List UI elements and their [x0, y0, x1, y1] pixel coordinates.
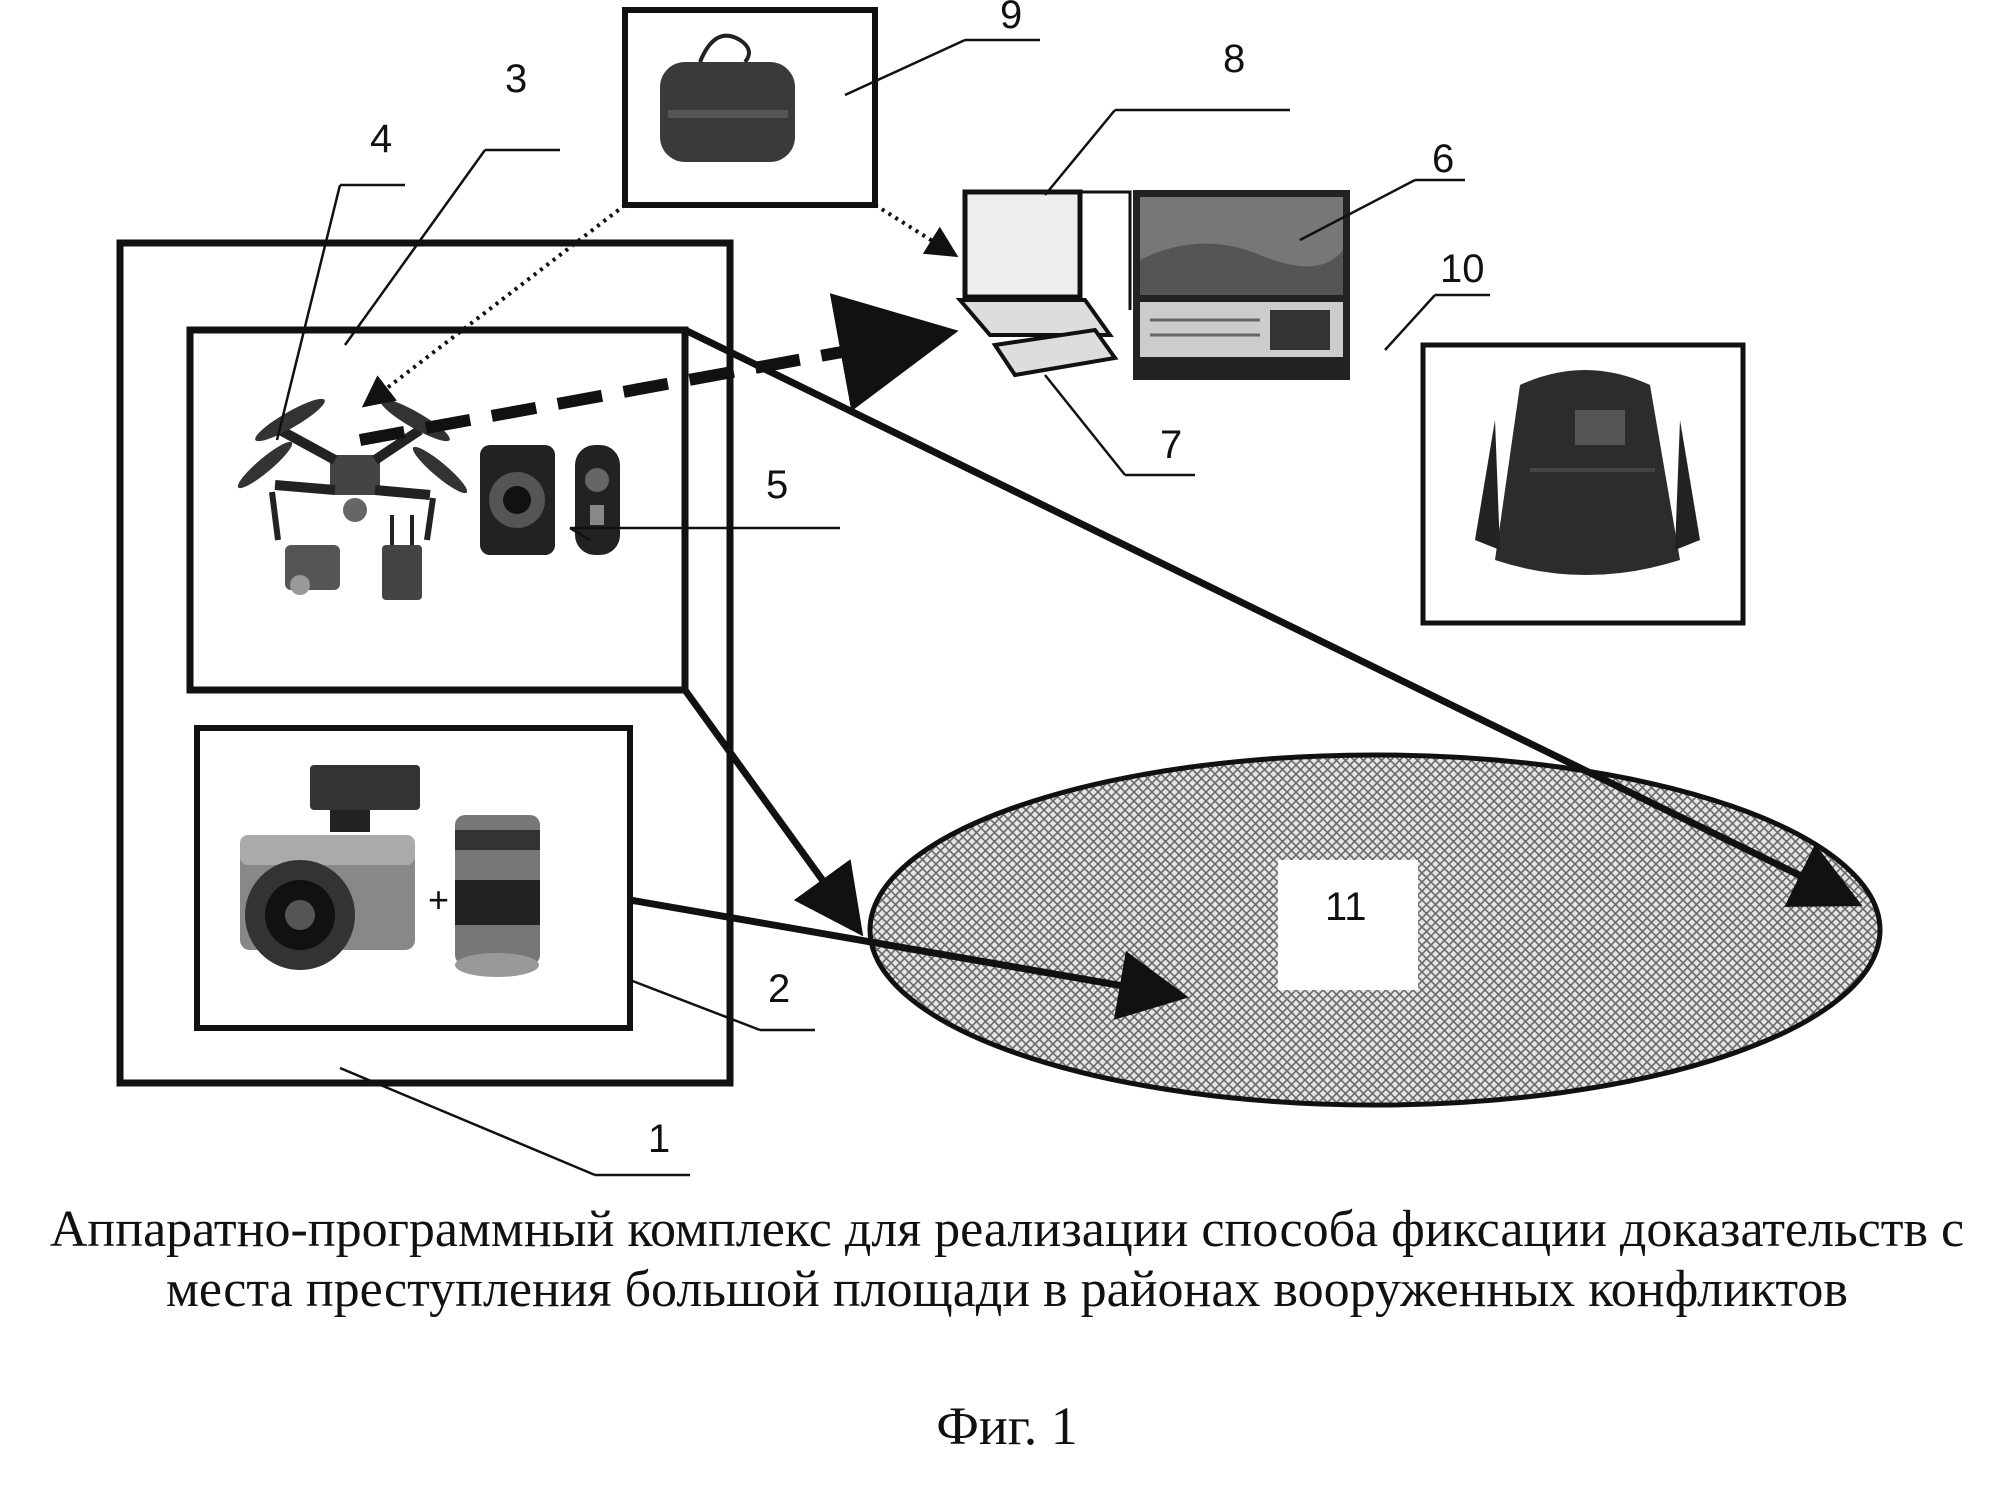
- label-8: 8: [1223, 37, 1245, 81]
- label-1: 1: [648, 1117, 670, 1161]
- dotted-link-9-to-laptop: [873, 203, 959, 258]
- arrow-box2-to-area: [629, 896, 1189, 1020]
- patent-figure-diagram: +: [116, 0, 1883, 1177]
- camera-icon: [240, 835, 415, 970]
- complex-box-1: [116, 239, 734, 1087]
- lens-icon: [455, 815, 540, 977]
- monitor-icon: [1133, 190, 1350, 380]
- figure-caption: Аппаратно-программный комплекс для реали…: [49, 1201, 1965, 1318]
- label-6: 6: [1432, 137, 1454, 181]
- label-11: 11: [1325, 885, 1367, 929]
- arrow-box3-to-area-left: [682, 687, 864, 937]
- label-2: 2: [768, 967, 790, 1011]
- label-4: 4: [370, 117, 392, 161]
- figure-label: Фиг. 1: [936, 1396, 1078, 1456]
- backpack-icon: [1475, 370, 1700, 575]
- label-3: 3: [505, 57, 527, 101]
- arrow-box3-to-area-right: [683, 326, 1863, 907]
- case-icon: [660, 33, 795, 162]
- dotted-link-9-to-drone: [361, 203, 627, 408]
- label-9: 9: [1000, 0, 1022, 37]
- drone-icon: [237, 398, 468, 600]
- crime-scene-area: [867, 752, 1883, 1108]
- action-camera-icon: [480, 445, 620, 555]
- dashed-link-drone-to-workstation: [358, 293, 959, 446]
- label-7: 7: [1160, 423, 1182, 467]
- leader-lines: [275, 38, 1490, 1177]
- laptop-icon: [955, 189, 1132, 337]
- plus-sign: +: [428, 879, 449, 920]
- label-10: 10: [1440, 247, 1485, 291]
- tablet-icon: [991, 327, 1119, 378]
- label-5: 5: [766, 463, 788, 507]
- workstation-group: [955, 189, 1350, 380]
- flash-icon: [310, 765, 420, 832]
